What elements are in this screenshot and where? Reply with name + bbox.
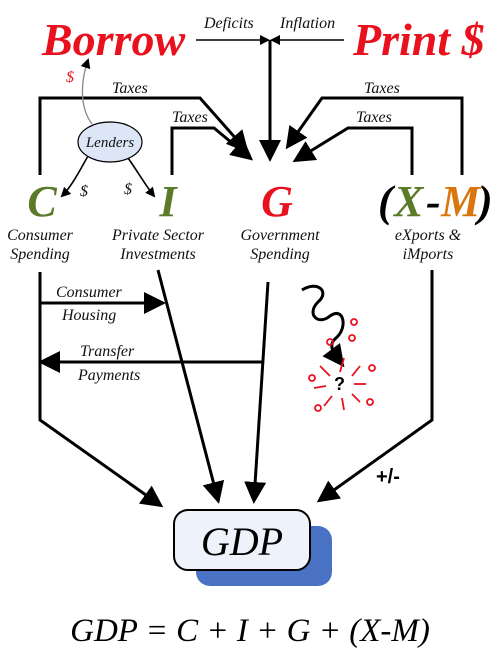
taxes-right-top-label: Taxes bbox=[364, 80, 400, 97]
lenders-dollar-c: $ bbox=[80, 183, 88, 200]
plus-minus-label: +/- bbox=[376, 466, 400, 488]
i-label-line1: Private Sector bbox=[111, 227, 205, 244]
question-mark: ? bbox=[334, 374, 345, 394]
c-to-gdp-arrow bbox=[38, 272, 164, 508]
taxes-from-xm-outer-arrow bbox=[285, 96, 464, 175]
xm-close-paren: ) bbox=[474, 177, 493, 226]
deficits-label: Deficits bbox=[203, 15, 254, 32]
borrow-title: Borrow bbox=[41, 14, 185, 65]
taxes-from-i-arrow bbox=[170, 126, 254, 175]
c-label-line1: Consumer bbox=[7, 227, 74, 244]
i-to-gdp-arrow bbox=[156, 269, 225, 504]
taxes-from-c-arrow bbox=[38, 96, 249, 175]
taxes-left-label: Taxes bbox=[112, 80, 148, 97]
g-label-line2: Spending bbox=[250, 246, 310, 263]
housing-line2: Housing bbox=[61, 307, 116, 324]
m-letter: M bbox=[440, 177, 482, 226]
taxes-from-xm-inner-arrow bbox=[292, 126, 414, 175]
g-letter: G bbox=[261, 177, 293, 226]
lenders-to-c-arrow bbox=[60, 155, 89, 198]
lenders-to-i-arrow bbox=[127, 157, 156, 198]
x-letter: X bbox=[392, 177, 425, 226]
i-letter: I bbox=[158, 177, 178, 226]
lenders-bubble bbox=[77, 121, 143, 163]
taxes-mid-label: Taxes bbox=[172, 109, 208, 126]
xm-dash: - bbox=[426, 177, 441, 226]
gdp-formula: GDP = C + I + G + (X-M) bbox=[70, 613, 430, 649]
housing-line1: Consumer bbox=[56, 284, 123, 301]
xm-to-gdp-arrow bbox=[316, 270, 434, 503]
lenders-dollar-i: $ bbox=[124, 181, 132, 198]
inflation-label: Inflation bbox=[279, 15, 335, 32]
c-letter: C bbox=[27, 177, 57, 226]
c-label-line2: Spending bbox=[10, 246, 70, 263]
borrow-dollar-label: $ bbox=[66, 69, 74, 86]
xm-open-paren: ( bbox=[378, 177, 396, 226]
g-to-gdp-arrow bbox=[244, 281, 270, 504]
gdp-box bbox=[173, 509, 311, 571]
xm-label-line1: eXports & bbox=[395, 227, 462, 244]
question-burst bbox=[308, 318, 376, 412]
print-money-title: Print $ bbox=[352, 14, 485, 65]
gdp-label: GDP bbox=[201, 519, 283, 564]
lenders-label: Lenders bbox=[85, 135, 134, 151]
transfer-line1: Transfer bbox=[80, 343, 135, 360]
xm-label-line2: iMports bbox=[403, 246, 454, 263]
g-label-line1: Government bbox=[240, 227, 320, 244]
transfer-line2: Payments bbox=[77, 367, 140, 384]
lenders-to-borrow-arrow bbox=[80, 58, 93, 125]
taxes-right-low-label: Taxes bbox=[356, 109, 392, 126]
i-label-line2: Investments bbox=[119, 246, 196, 263]
squiggle-arrow bbox=[301, 284, 345, 368]
